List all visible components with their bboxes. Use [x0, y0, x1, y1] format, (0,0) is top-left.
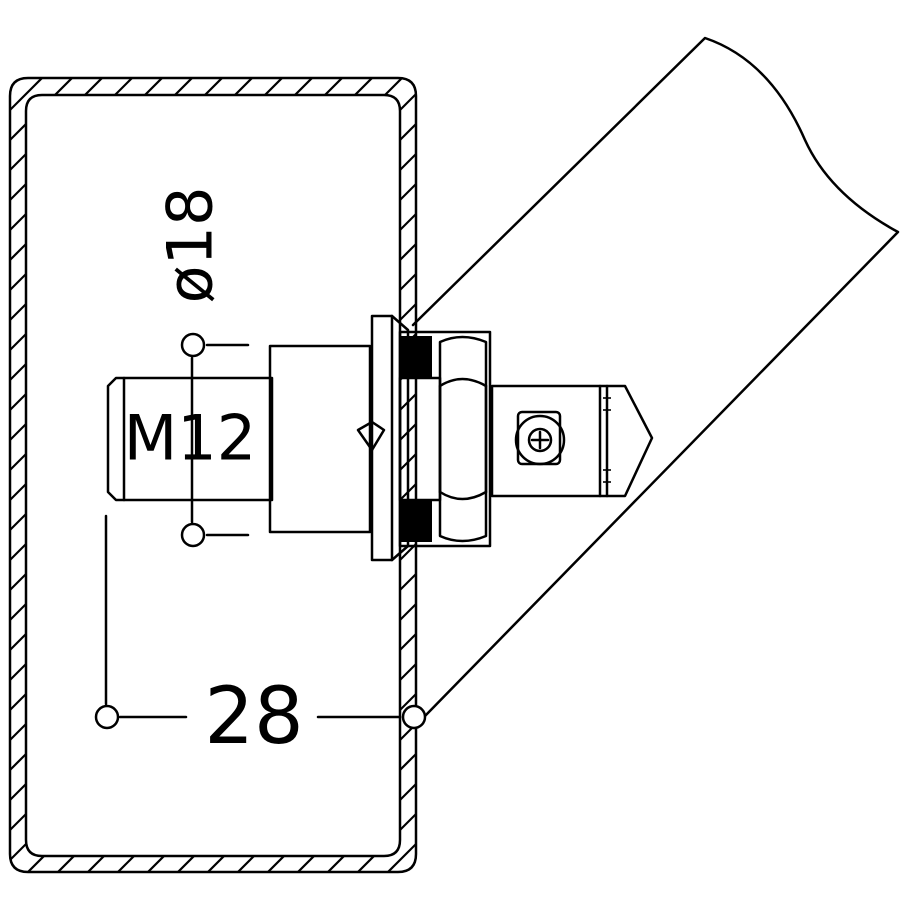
diameter-label: ø18 — [154, 187, 227, 304]
hatch-line — [10, 78, 416, 872]
hatch-line — [10, 78, 416, 872]
hatch-line — [269, 78, 416, 872]
hatch-line — [359, 78, 416, 872]
hatch-line — [149, 78, 416, 872]
length-label: 28 — [204, 672, 303, 762]
hatch-line — [10, 78, 416, 872]
dimension-length — [94, 514, 427, 730]
hatch-line — [389, 78, 416, 872]
threaded-stud — [106, 376, 274, 502]
seal-washer — [398, 330, 492, 548]
flange — [356, 314, 410, 562]
hatch-line — [10, 78, 121, 872]
hatch-line — [239, 78, 416, 872]
hatch-line — [10, 78, 416, 872]
hatch-line — [10, 78, 416, 872]
dimension-diameter — [180, 332, 250, 548]
hex-nut — [438, 335, 488, 543]
connector-head — [490, 384, 654, 498]
thread-label: M12 — [124, 402, 256, 475]
mounting-bracket — [411, 36, 900, 718]
cylinder-body — [268, 344, 372, 534]
